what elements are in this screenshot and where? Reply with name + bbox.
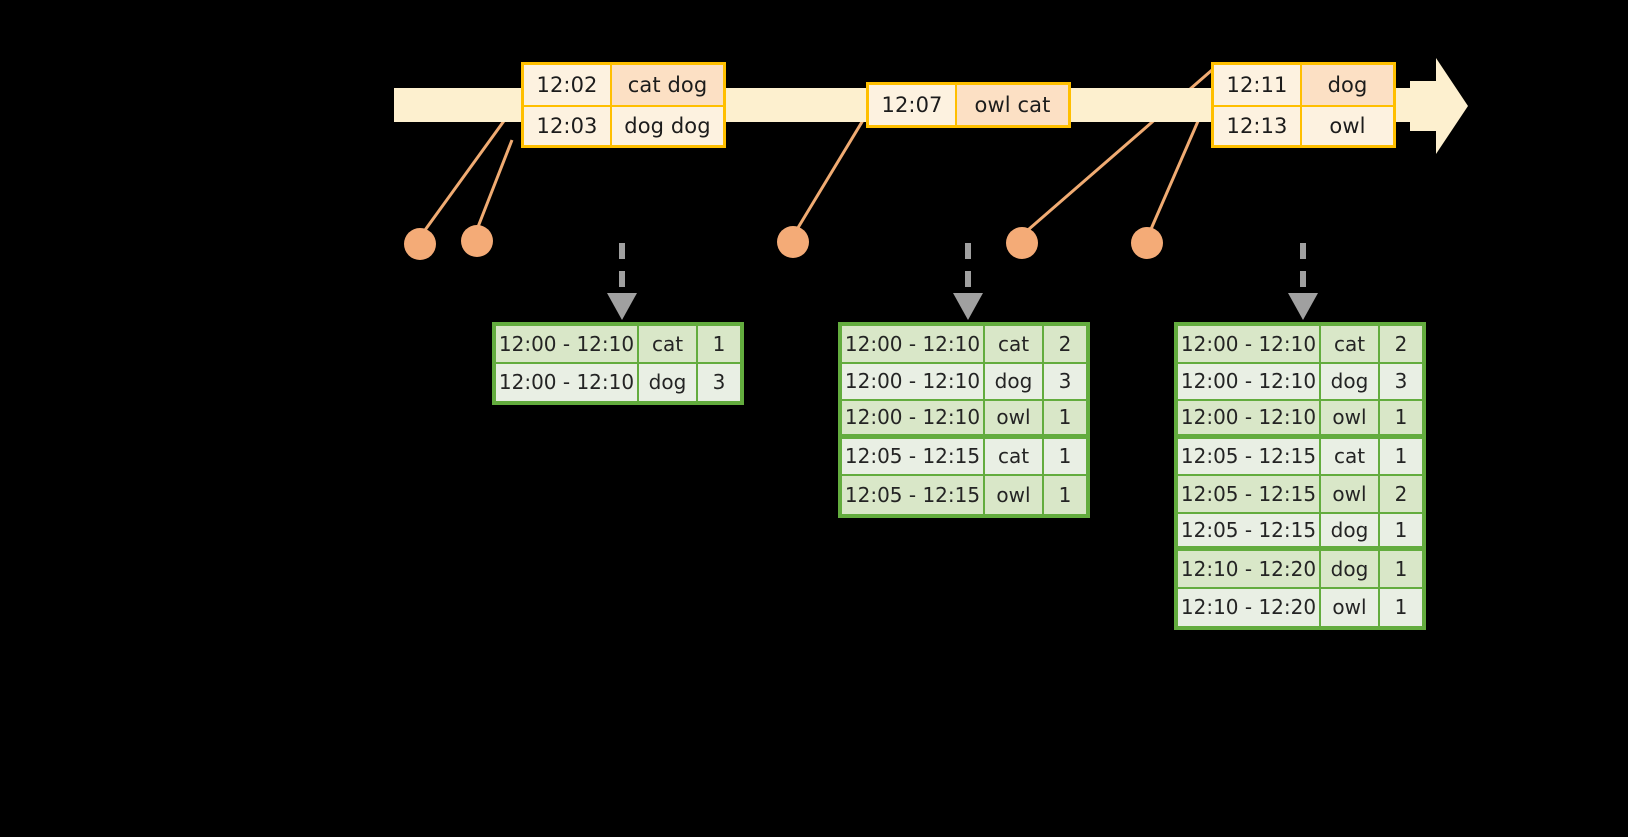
event-words: cat dog (612, 65, 723, 105)
event-group-1[interactable]: 12:02 cat dog 12:03 dog dog (521, 62, 726, 148)
cell-count: 1 (1380, 551, 1422, 587)
cell-key: dog (1321, 363, 1380, 399)
cell-key: cat (985, 326, 1044, 362)
cell-window: 12:00 - 12:10 (842, 326, 985, 362)
cell-window: 12:00 - 12:10 (496, 363, 639, 401)
cell-count: 1 (1044, 476, 1086, 514)
cell-key: dog (985, 363, 1044, 399)
dashed-arrows (619, 243, 1306, 300)
event-group-2[interactable]: 12:07 owl cat (866, 82, 1071, 128)
cell-window: 12:00 - 12:10 (1178, 401, 1321, 434)
event-time: 12:13 (1214, 107, 1302, 145)
cell-key: owl (985, 401, 1044, 434)
processing-dot-2 (461, 225, 493, 257)
dashed-arrow-head-1 (607, 293, 637, 320)
cell-window: 12:05 - 12:15 (1178, 476, 1321, 512)
cell-count: 3 (1380, 363, 1422, 399)
cell-count: 1 (1380, 588, 1422, 626)
cell-key: cat (1321, 326, 1380, 362)
cell-count: 1 (1380, 438, 1422, 474)
cell-key: cat (1321, 438, 1380, 474)
cell-window: 12:00 - 12:10 (1178, 363, 1321, 399)
cell-count: 3 (698, 363, 740, 401)
dashed-arrow-heads (607, 293, 1318, 320)
cell-window: 12:00 - 12:10 (496, 326, 639, 362)
cell-count: 2 (1380, 326, 1422, 362)
event-words: owl (1302, 107, 1393, 145)
cell-count: 1 (698, 326, 740, 362)
cell-key: dog (639, 363, 698, 401)
cell-count: 1 (1044, 401, 1086, 434)
cell-count: 1 (1380, 513, 1422, 546)
cell-key: cat (985, 438, 1044, 474)
connector-line-3 (791, 111, 870, 237)
cell-count: 1 (1044, 438, 1086, 474)
cell-key: owl (985, 476, 1044, 514)
cell-window: 12:00 - 12:10 (1178, 326, 1321, 362)
cell-key: owl (1321, 588, 1380, 626)
cell-window: 12:05 - 12:15 (1178, 438, 1321, 474)
cell-window: 12:00 - 12:10 (842, 363, 985, 399)
event-time: 12:07 (869, 85, 957, 125)
event-time: 12:11 (1214, 65, 1302, 105)
event-words: dog dog (612, 107, 723, 145)
cell-key: owl (1321, 401, 1380, 434)
cell-count: 2 (1380, 476, 1422, 512)
cell-key: cat (639, 326, 698, 362)
processing-dot-3 (777, 226, 809, 258)
cell-key: dog (1321, 551, 1380, 587)
event-words: owl cat (957, 85, 1068, 125)
event-row[interactable]: 12:13 owl (1214, 105, 1393, 145)
cell-count: 2 (1044, 326, 1086, 362)
cell-window: 12:10 - 12:20 (1178, 551, 1321, 587)
processing-dot-5 (1131, 227, 1163, 259)
event-time: 12:02 (524, 65, 612, 105)
cell-count: 1 (1380, 401, 1422, 434)
cell-window: 12:10 - 12:20 (1178, 588, 1321, 626)
processing-dot-1 (404, 228, 436, 260)
event-row[interactable]: 12:11 dog (1214, 65, 1393, 105)
connector-dots (404, 225, 1163, 260)
event-time: 12:03 (524, 107, 612, 145)
cell-window: 12:05 - 12:15 (1178, 513, 1321, 546)
connector-line-5 (1146, 111, 1204, 237)
event-row[interactable]: 12:02 cat dog (524, 65, 723, 105)
cell-window: 12:00 - 12:10 (842, 401, 985, 434)
event-words: dog (1302, 65, 1393, 105)
dashed-arrow-head-2 (953, 293, 983, 320)
cell-key: dog (1321, 513, 1380, 546)
connector-line-2 (474, 139, 514, 233)
cell-count: 3 (1044, 363, 1086, 399)
processing-dot-4 (1006, 227, 1038, 259)
event-row[interactable]: 12:07 owl cat (869, 85, 1068, 125)
cell-window: 12:05 - 12:15 (842, 476, 985, 514)
event-row[interactable]: 12:03 dog dog (524, 105, 723, 145)
event-group-3[interactable]: 12:11 dog 12:13 owl (1211, 62, 1396, 148)
cell-window: 12:05 - 12:15 (842, 438, 985, 474)
dashed-arrow-head-3 (1288, 293, 1318, 320)
cell-key: owl (1321, 476, 1380, 512)
timeline-arrow-head (1410, 58, 1468, 154)
